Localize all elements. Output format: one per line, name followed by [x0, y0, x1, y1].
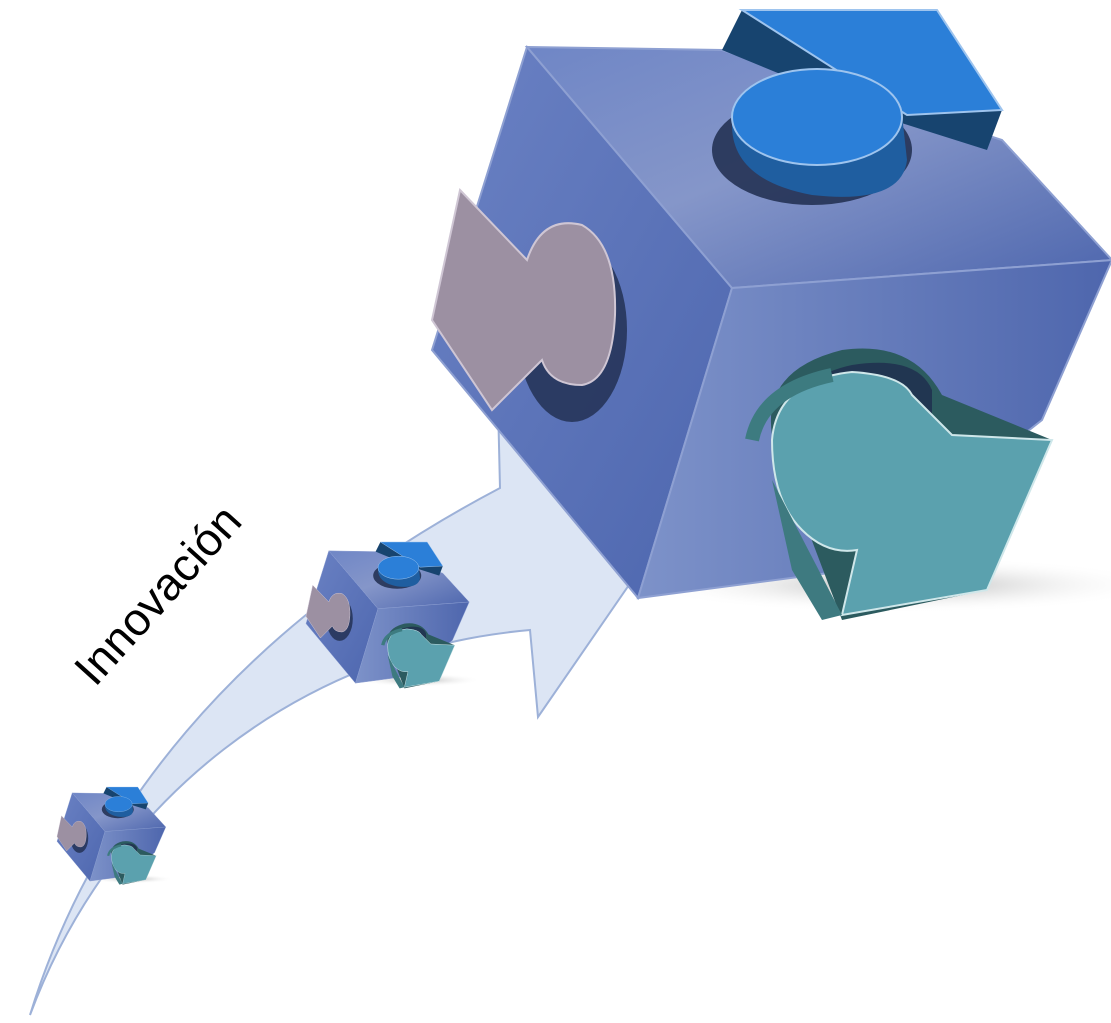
innovation-label: Innovación [64, 495, 252, 695]
